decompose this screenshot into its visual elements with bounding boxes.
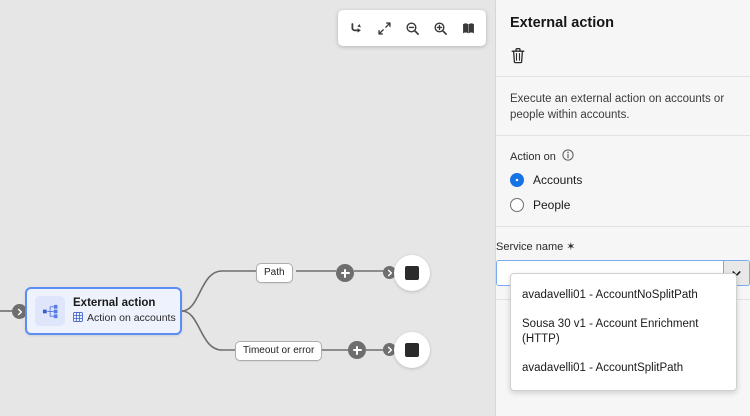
branch-connector-icon-path	[383, 266, 396, 279]
radio-accounts-label: Accounts	[533, 173, 583, 187]
node-subtitle-row: Action on accounts	[73, 311, 176, 326]
panel-header: External action	[496, 0, 750, 77]
radio-people-label: People	[533, 198, 571, 212]
node-external-action[interactable]: External action Action on accounts	[25, 287, 182, 335]
dropdown-option[interactable]: avadavelli01 - AccountSplitPath	[522, 362, 684, 374]
delete-button[interactable]	[510, 44, 532, 66]
zoom-in-icon[interactable]	[428, 16, 452, 40]
incoming-connector-icon[interactable]	[12, 304, 27, 319]
node-text-block: External action Action on accounts	[73, 296, 176, 326]
action-on-section: Action on Accounts People	[496, 136, 750, 227]
stop-square-icon	[405, 266, 419, 280]
workflow-canvas[interactable]: External action Action on accounts Path	[0, 0, 495, 416]
trash-icon	[511, 47, 525, 63]
split-branch-icon	[35, 296, 65, 326]
node-title: External action	[73, 296, 156, 309]
dropdown-option[interactable]: avadavelli01 - AccountNoSplitPath	[522, 289, 698, 301]
panel-title: External action	[510, 15, 614, 31]
action-on-label: Action on	[510, 150, 556, 163]
branch-label-timeout[interactable]: Timeout or error	[235, 341, 323, 361]
service-name-dropdown-list[interactable]: avadavelli01 - AccountNoSplitPath Sousa …	[510, 273, 737, 391]
panel-description: Execute an external action on accounts o…	[510, 93, 725, 121]
grid-icon	[73, 311, 83, 326]
add-step-button-path[interactable]	[336, 264, 354, 282]
radio-people[interactable]: People	[510, 198, 736, 212]
radio-people-dot[interactable]	[510, 198, 524, 212]
service-name-label-row: Service name✶	[496, 240, 750, 253]
dropdown-option[interactable]: Sousa 30 v1 - Account Enrichment (HTTP)	[522, 318, 699, 345]
panel-description-section: Execute an external action on accounts o…	[496, 77, 750, 136]
branch-label-path[interactable]: Path	[256, 263, 293, 283]
end-node-timeout[interactable]	[394, 332, 430, 368]
service-name-label: Service name	[496, 241, 564, 253]
action-on-label-row: Action on	[510, 149, 736, 164]
radio-accounts[interactable]: Accounts	[510, 173, 736, 187]
map-icon[interactable]	[456, 16, 480, 40]
undo-redo-icon[interactable]	[344, 16, 368, 40]
end-node-path[interactable]	[394, 255, 430, 291]
zoom-out-icon[interactable]	[400, 16, 424, 40]
required-marker: ✶	[566, 241, 576, 253]
branch-connector-icon-timeout	[383, 343, 396, 356]
info-icon[interactable]	[562, 149, 574, 164]
radio-accounts-dot[interactable]	[510, 173, 524, 187]
canvas-toolbar[interactable]	[338, 10, 486, 46]
flow-connectors	[0, 270, 386, 351]
stop-square-icon	[405, 343, 419, 357]
node-subtitle-label: Action on accounts	[87, 312, 176, 324]
add-step-button-timeout[interactable]	[348, 341, 366, 359]
properties-panel: External action Execute an external acti…	[495, 0, 750, 416]
fit-collapse-icon[interactable]	[372, 16, 396, 40]
